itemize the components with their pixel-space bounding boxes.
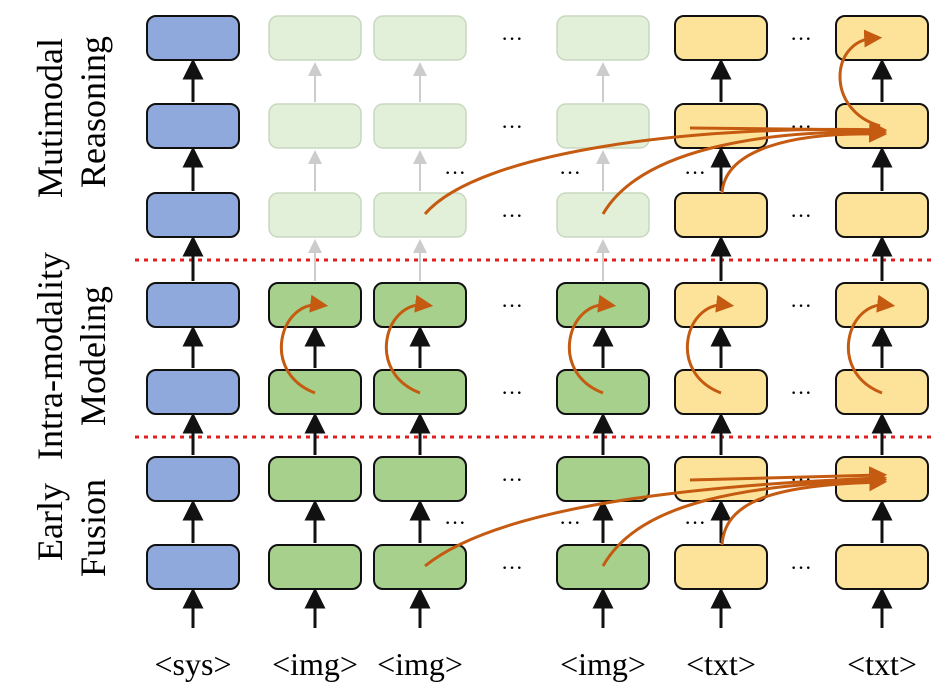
- img-token-box: [268, 192, 362, 238]
- early-fusion-attention-arrow: [424, 469, 888, 568]
- img-token-box: [268, 15, 362, 61]
- ellipsis: ···: [684, 160, 706, 185]
- multimodal-attention-arrow: [720, 124, 888, 194]
- early-fusion-attention-arrow: [601, 471, 888, 567]
- txt-token-box: [835, 192, 929, 238]
- stage-label-line: Early: [30, 483, 70, 561]
- txt-token-box: [674, 544, 768, 590]
- txt-token-box: [674, 103, 768, 149]
- txt-token-box: [835, 15, 929, 61]
- ellipsis: ···: [501, 467, 523, 492]
- txt-token-box: [835, 544, 929, 590]
- early-fusion-attention-arrow: [689, 466, 888, 485]
- stage-label-line: Modeling: [73, 286, 113, 426]
- intra-modality-attention-arrow: [846, 294, 896, 395]
- img-token-box: [268, 456, 362, 502]
- token-grid: [146, 15, 929, 628]
- ellipsis: ···: [790, 203, 812, 228]
- sys-token-box: [146, 103, 240, 149]
- ellipsis: ···: [501, 380, 523, 405]
- ellipsis: ···: [684, 510, 706, 535]
- ellipsis: ···: [790, 26, 812, 51]
- ellipsis: ···: [444, 160, 466, 185]
- token-label-img: <img>: [272, 646, 358, 682]
- multimodal-attention-arrow: [689, 120, 888, 139]
- stage-label-intra-modality-modeling: Intra-modality Modeling: [30, 252, 113, 460]
- img-token-box: [556, 544, 650, 590]
- sys-token-box: [146, 192, 240, 238]
- stage-label-early-fusion: Early Fusion: [30, 479, 113, 577]
- img-token-box: [556, 192, 650, 238]
- early-fusion-attention-arrow: [720, 473, 888, 546]
- ellipsis: ···: [501, 114, 523, 139]
- img-token-box: [268, 103, 362, 149]
- sys-token-box: [146, 15, 240, 61]
- sys-token-box: [146, 544, 240, 590]
- sys-token-box: [146, 369, 240, 415]
- img-token-box: [373, 192, 467, 238]
- ellipsis-layer: ··· ··· ··· ··· ··· ··· ··· ··· ··· ··· ··· ··· ··· ·…: [444, 26, 812, 580]
- stage-label-line: Intra-modality: [30, 252, 70, 460]
- stage-label-line: Mutimodal: [30, 38, 70, 198]
- txt-token-box: [835, 103, 929, 149]
- intra-modality-attention-arrow: [279, 294, 329, 395]
- stage-label-multimodal-reasoning: Mutimodal Reasoning: [30, 36, 113, 198]
- txt-token-box: [674, 15, 768, 61]
- ellipsis: ···: [501, 203, 523, 228]
- intra-modality-attention-arrow: [384, 294, 434, 395]
- multimodal-self-attention-arrow: [838, 29, 883, 128]
- img-token-box: [373, 15, 467, 61]
- img-token-box: [268, 544, 362, 590]
- ellipsis: ···: [790, 555, 812, 580]
- intra-modality-attention-arrow: [567, 294, 617, 395]
- intra-modality-attention-arrow: [685, 294, 735, 395]
- img-token-box: [373, 456, 467, 502]
- img-token-box: [556, 15, 650, 61]
- img-token-box: [556, 456, 650, 502]
- stage-label-line: Reasoning: [73, 36, 113, 188]
- attention-flow-layer: [279, 29, 896, 568]
- ellipsis: ···: [559, 510, 581, 535]
- stage-label-line: Fusion: [73, 479, 113, 577]
- ellipsis: ···: [444, 510, 466, 535]
- token-label-sys: <sys>: [155, 646, 232, 682]
- token-label-txt: <txt>: [847, 646, 917, 682]
- ellipsis: ···: [501, 293, 523, 318]
- ellipsis: ···: [790, 293, 812, 318]
- token-label-img: <img>: [560, 646, 646, 682]
- token-labels: <sys> <img> <img> <img> <txt> <txt>: [155, 646, 917, 682]
- token-label-txt: <txt>: [686, 646, 756, 682]
- ellipsis: ···: [501, 26, 523, 51]
- img-token-box: [373, 103, 467, 149]
- img-token-box: [373, 544, 467, 590]
- multimodal-attention-arrow: [423, 120, 888, 215]
- multimodal-attention-arrow: [601, 122, 888, 215]
- token-label-img: <img>: [377, 646, 463, 682]
- ellipsis: ···: [559, 160, 581, 185]
- sys-token-box: [146, 282, 240, 328]
- ellipsis: ···: [790, 380, 812, 405]
- ellipsis: ···: [501, 555, 523, 580]
- txt-token-box: [674, 192, 768, 238]
- sys-token-box: [146, 456, 240, 502]
